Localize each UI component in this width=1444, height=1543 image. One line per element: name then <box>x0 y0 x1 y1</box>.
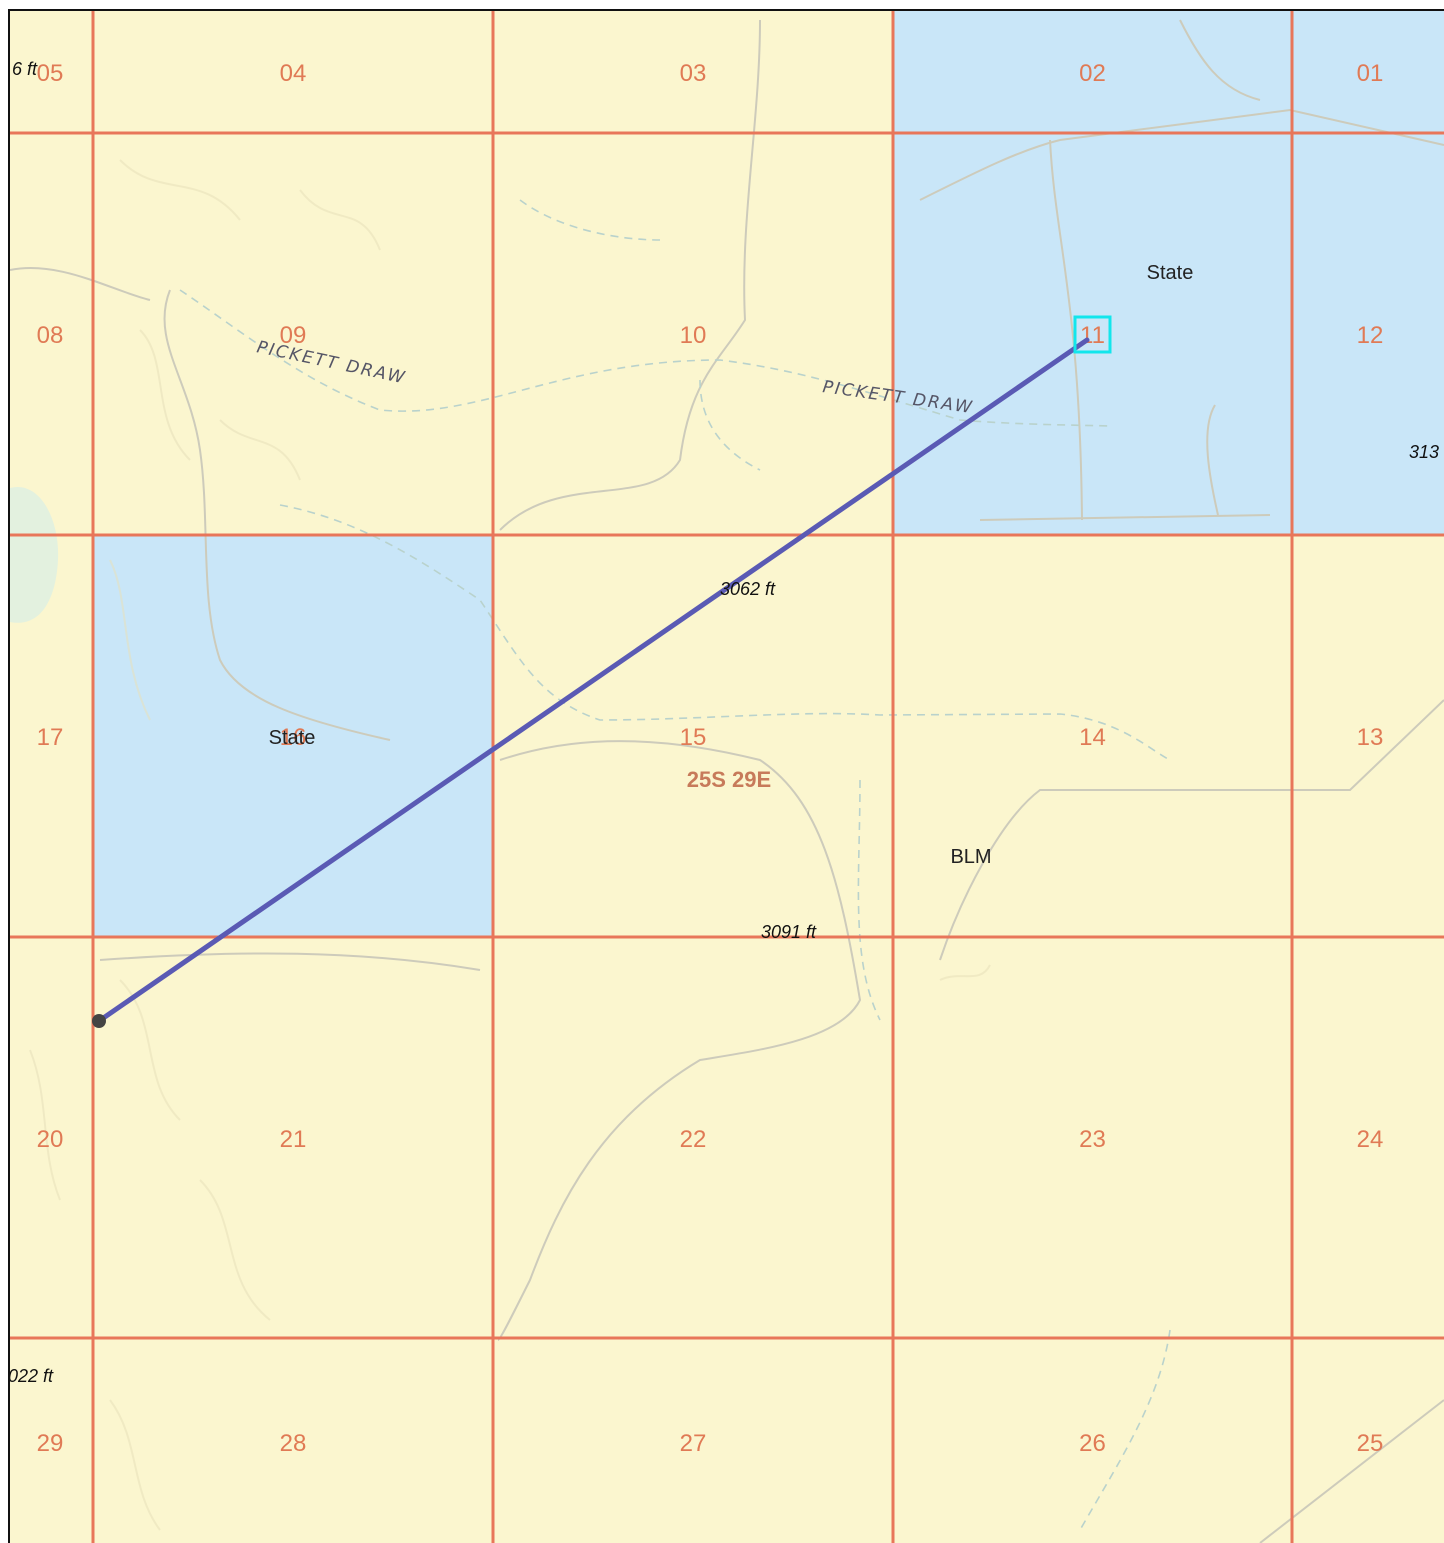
section-number-29: 29 <box>37 1430 64 1457</box>
roads <box>10 19 1444 1543</box>
measure-start-point[interactable] <box>92 1014 106 1028</box>
state-land-section-02 <box>893 10 1292 133</box>
section-number-14: 14 <box>1079 724 1106 751</box>
elevation-label: 6 ft <box>12 59 38 79</box>
section-fills <box>93 10 1444 937</box>
streams <box>179 199 1171 1531</box>
section-number-04: 04 <box>280 60 307 87</box>
section-number-28: 28 <box>280 1430 307 1457</box>
section-number-22: 22 <box>680 1126 707 1153</box>
elevation-label: 3091 ft <box>761 922 817 942</box>
owner-label-state-west: State <box>269 727 316 749</box>
state-land-section-12 <box>1292 133 1444 535</box>
water-body <box>10 486 59 623</box>
map-frame <box>8 9 1444 1543</box>
section-lines <box>10 10 1444 1543</box>
measure-line[interactable] <box>96 337 1090 1024</box>
owner-label-blm: BLM <box>950 846 991 868</box>
section-number-27: 27 <box>680 1430 707 1457</box>
section-number-21: 21 <box>280 1126 307 1153</box>
elevation-label: 3062 ft <box>720 579 776 599</box>
owner-label-state-north: State <box>1147 262 1194 284</box>
section-number-02: 02 <box>1079 60 1106 87</box>
section-number-24: 24 <box>1357 1126 1384 1153</box>
section-number-05: 05 <box>37 60 64 87</box>
section-number-09: 09 <box>280 322 307 349</box>
section-number-12: 12 <box>1357 322 1384 349</box>
elevation-label: 313 <box>1409 442 1439 462</box>
state-land-section-16 <box>93 535 493 937</box>
section-number-16: 16 <box>280 724 307 751</box>
section-number-01: 01 <box>1357 60 1384 87</box>
elevation-label: 022 ft <box>8 1366 54 1386</box>
section-number-03: 03 <box>680 60 707 87</box>
state-land-section-11 <box>893 133 1292 535</box>
section-number-20: 20 <box>37 1126 64 1153</box>
section-number-23: 23 <box>1079 1126 1106 1153</box>
section-number-26: 26 <box>1079 1430 1106 1457</box>
terrain-shading <box>29 159 991 1531</box>
section-number-17: 17 <box>37 724 64 751</box>
section-number-15: 15 <box>680 724 707 751</box>
section-number-10: 10 <box>680 322 707 349</box>
section-number-08: 08 <box>37 322 64 349</box>
section-number-13: 13 <box>1357 724 1384 751</box>
measure-end-marker[interactable] <box>1073 315 1112 354</box>
section-number-25: 25 <box>1357 1430 1384 1457</box>
state-land-section-01 <box>1292 10 1444 133</box>
township-label: 25S 29E <box>687 767 771 792</box>
